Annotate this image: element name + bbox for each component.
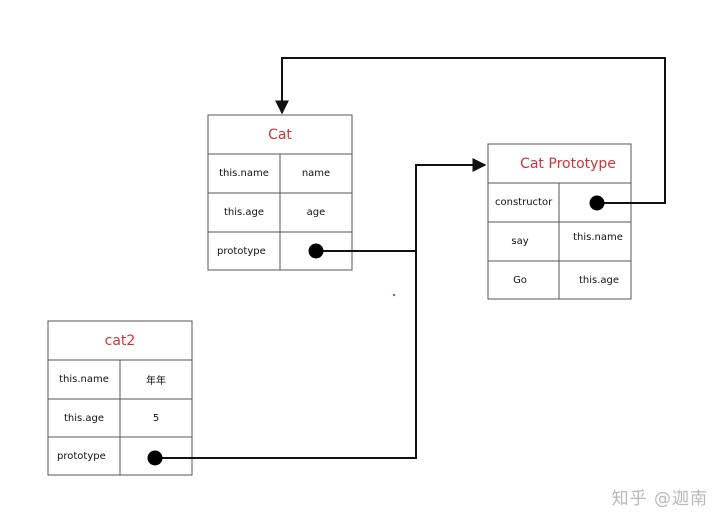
cat-prototype-key-go: Go — [513, 274, 527, 286]
cat-prototype-arrow — [316, 158, 487, 252]
cat2-key-prototype: prototype — [57, 450, 106, 462]
constructor-arrow — [275, 57, 666, 204]
cat-prototype-value-this-age: this.age — [578, 274, 620, 286]
cat2-title: cat2 — [104, 332, 136, 349]
cat-table — [207, 114, 353, 271]
cat-prototype-key-say: say — [511, 236, 529, 247]
cat-prototype-value-this-name: this.name — [573, 232, 623, 243]
cat2-prototype-pointer-dot — [147, 450, 163, 466]
cat-key-this-age: this.age — [223, 207, 265, 218]
cat2-value-age: 5 — [152, 412, 160, 424]
cat2-prototype-arrow — [155, 251, 417, 459]
cat-key-prototype: prototype — [217, 245, 266, 257]
cat-value-name: name — [301, 168, 331, 179]
cat-prototype-pointer-dot — [308, 243, 324, 259]
stray-dot — [392, 293, 396, 297]
cat-prototype-key-constructor: constructor — [495, 197, 553, 208]
cat2-key-this-age: this.age — [63, 412, 105, 424]
cat2-value-name: 年年 — [146, 376, 166, 387]
cat2-key-this-name: this.name — [59, 374, 109, 385]
constructor-pointer-dot — [589, 195, 605, 211]
cat-value-age: age — [306, 207, 326, 218]
cat2-table — [47, 320, 193, 476]
watermark: 知乎 @迦南 — [611, 489, 708, 509]
cat-key-this-name: this.name — [219, 168, 269, 179]
cat-prototype-title: Cat Prototype — [520, 155, 616, 172]
cat-prototype-table — [487, 143, 632, 300]
cat-title: Cat — [268, 126, 292, 143]
